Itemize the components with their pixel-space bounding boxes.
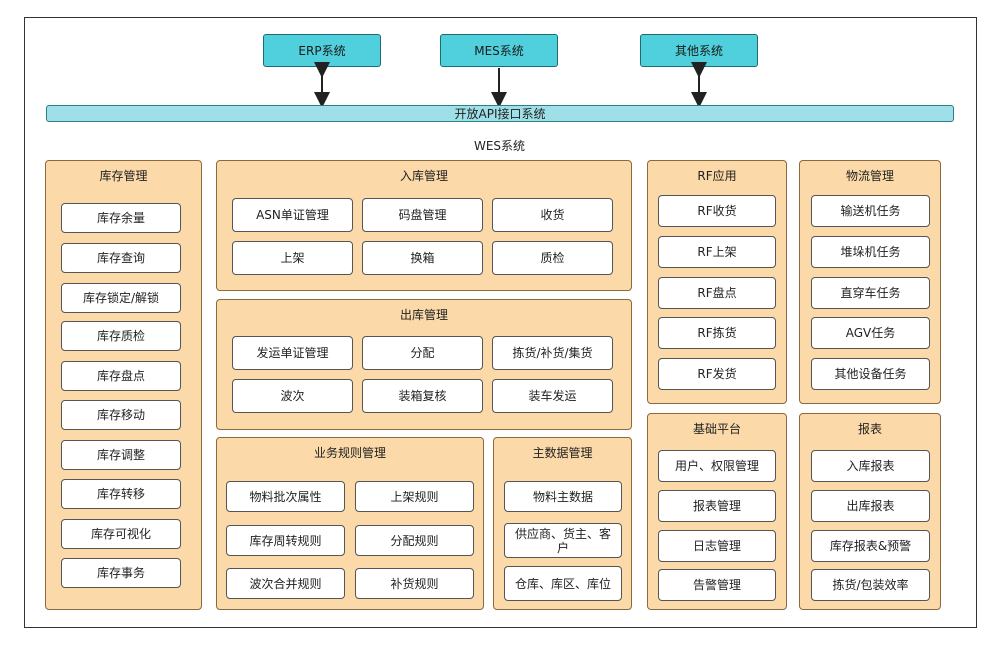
inventory-item: 库存盘点	[61, 361, 181, 391]
inbound-item: 质检	[492, 241, 613, 275]
rf-title: RF应用	[697, 169, 737, 183]
platform-item: 日志管理	[658, 530, 776, 562]
logistics-item: 其他设备任务	[811, 358, 930, 390]
masterdata-item: 供应商、货主、客户	[504, 523, 622, 558]
rules-item: 物料批次属性	[226, 481, 345, 512]
reports-item: 出库报表	[811, 490, 930, 522]
reports-item: 拣货/包装效率	[811, 569, 930, 601]
masterdata-panel: 主数据管理 物料主数据 供应商、货主、客户 仓库、库区、库位	[493, 437, 632, 610]
rf-panel: RF应用 RF收货 RF上架 RF盘点 RF拣货 RF发货	[647, 160, 787, 404]
rf-item: RF拣货	[658, 317, 776, 349]
outbound-item: 装车发运	[492, 379, 613, 413]
inventory-panel: 库存管理 库存余量 库存查询 库存锁定/解锁 库存质检 库存盘点 库存移动 库存…	[45, 160, 202, 610]
rf-item: RF收货	[658, 195, 776, 227]
mes-system-label: MES系统	[474, 44, 524, 58]
inventory-item: 库存余量	[61, 203, 181, 233]
logistics-item: AGV任务	[811, 317, 930, 349]
wes-system-label: WES系统	[473, 139, 526, 153]
inbound-panel: 入库管理 ASN单证管理 码盘管理 收货 上架 换箱 质检	[216, 160, 632, 291]
inventory-item: 库存查询	[61, 243, 181, 273]
logistics-item: 直穿车任务	[811, 277, 930, 309]
outbound-item: 分配	[362, 336, 483, 370]
inventory-item: 库存锁定/解锁	[61, 283, 181, 313]
outbound-item: 发运单证管理	[232, 336, 353, 370]
platform-panel: 基础平台 用户、权限管理 报表管理 日志管理 告警管理	[647, 413, 787, 610]
inbound-item: ASN单证管理	[232, 198, 353, 232]
outbound-item: 波次	[232, 379, 353, 413]
rules-item: 补货规则	[355, 568, 474, 599]
reports-item: 库存报表&预警	[811, 530, 930, 562]
inbound-title: 入库管理	[399, 169, 448, 183]
inbound-item: 上架	[232, 241, 353, 275]
outbound-title: 出库管理	[399, 308, 448, 322]
rules-panel: 业务规则管理 物料批次属性 上架规则 库存周转规则 分配规则 波次合并规则 补货…	[216, 437, 484, 610]
logistics-panel: 物流管理 输送机任务 堆垛机任务 直穿车任务 AGV任务 其他设备任务	[799, 160, 941, 404]
erp-system-label: ERP系统	[298, 44, 346, 58]
rules-item: 库存周转规则	[226, 525, 345, 556]
inventory-item: 库存转移	[61, 479, 181, 509]
reports-item: 入库报表	[811, 450, 930, 482]
masterdata-item: 物料主数据	[504, 481, 622, 512]
rules-item: 上架规则	[355, 481, 474, 512]
erp-system-box: ERP系统	[263, 34, 381, 67]
rf-item: RF上架	[658, 236, 776, 268]
inventory-item: 库存质检	[61, 321, 181, 351]
reports-panel: 报表 入库报表 出库报表 库存报表&预警 拣货/包装效率	[799, 413, 941, 610]
outbound-item: 拣货/补货/集货	[492, 336, 613, 370]
inventory-item: 库存移动	[61, 400, 181, 430]
inventory-item: 库存调整	[61, 440, 181, 470]
rules-title: 业务规则管理	[313, 446, 386, 460]
inbound-item: 换箱	[362, 241, 483, 275]
inbound-item: 码盘管理	[362, 198, 483, 232]
inbound-item: 收货	[492, 198, 613, 232]
platform-item: 报表管理	[658, 490, 776, 522]
platform-title: 基础平台	[692, 422, 741, 436]
rules-item: 分配规则	[355, 525, 474, 556]
masterdata-title: 主数据管理	[532, 446, 593, 460]
logistics-item: 堆垛机任务	[811, 236, 930, 268]
rf-item: RF发货	[658, 358, 776, 390]
logistics-title: 物流管理	[845, 169, 894, 183]
outbound-panel: 出库管理 发运单证管理 分配 拣货/补货/集货 波次 装箱复核 装车发运	[216, 299, 632, 430]
logistics-item: 输送机任务	[811, 195, 930, 227]
inventory-item: 库存可视化	[61, 519, 181, 549]
outbound-item: 装箱复核	[362, 379, 483, 413]
inventory-item: 库存事务	[61, 558, 181, 588]
platform-item: 用户、权限管理	[658, 450, 776, 482]
api-bar-label: 开放API接口系统	[454, 107, 546, 121]
rf-item: RF盘点	[658, 277, 776, 309]
masterdata-item: 仓库、库区、库位	[504, 566, 622, 601]
rules-item: 波次合并规则	[226, 568, 345, 599]
inventory-title: 库存管理	[99, 169, 148, 183]
api-interface-bar: 开放API接口系统	[46, 105, 954, 122]
other-system-label: 其他系统	[674, 44, 723, 58]
reports-title: 报表	[857, 422, 882, 436]
platform-item: 告警管理	[658, 569, 776, 601]
mes-system-box: MES系统	[440, 34, 558, 67]
